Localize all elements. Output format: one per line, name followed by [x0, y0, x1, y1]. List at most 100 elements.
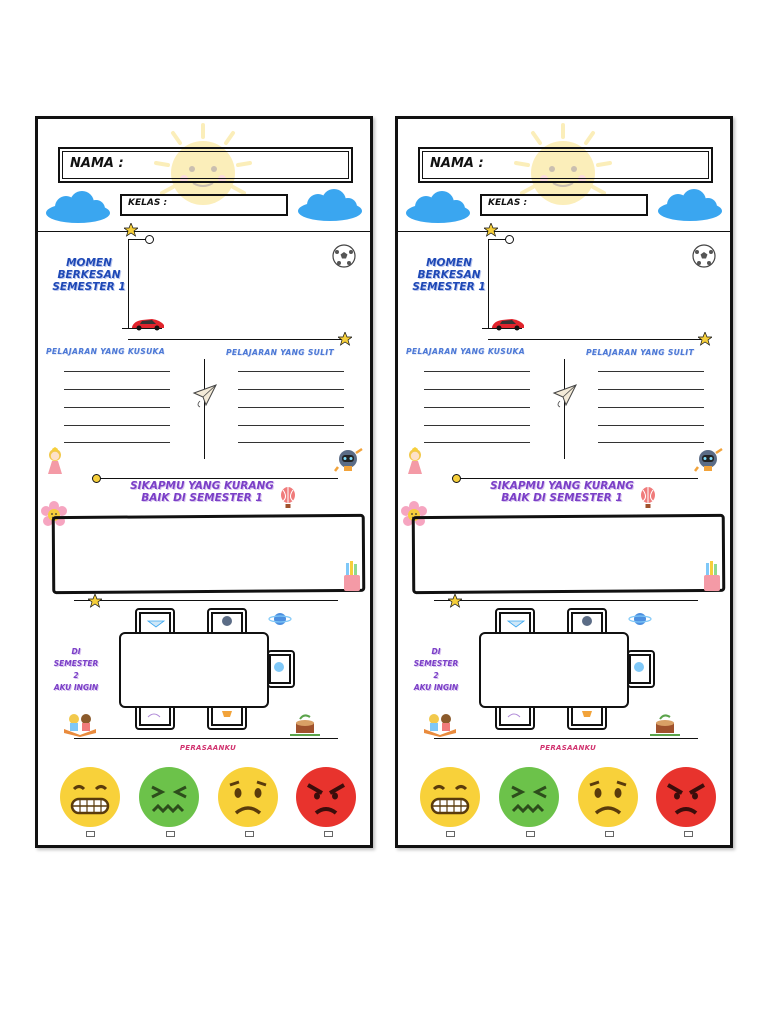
sick-checkbox[interactable]: [526, 831, 535, 837]
writing-line[interactable]: [238, 442, 344, 443]
semester2-label: DI SEMESTER 2 AKU INGIN: [406, 646, 466, 694]
semester2-label: DI SEMESTER 2 AKU INGIN: [46, 646, 106, 694]
class-field-box[interactable]: [480, 194, 648, 216]
sick-green-emoji-icon: [137, 765, 201, 829]
signpost-base: [482, 328, 522, 329]
happy-checkbox[interactable]: [86, 831, 95, 837]
attitude-title: SIKAPMU YANG KURANG BAIK DI SEMESTER 1: [102, 480, 302, 504]
attitude-answer-box[interactable]: [411, 513, 726, 595]
title-line: BAIK DI SEMESTER 1: [141, 492, 263, 504]
title-line: BAIK DI SEMESTER 1: [501, 492, 623, 504]
sad-checkbox[interactable]: [605, 831, 614, 837]
label-line: SEMESTER: [53, 659, 99, 668]
class-field-box[interactable]: [120, 194, 288, 216]
happy-checkbox[interactable]: [446, 831, 455, 837]
soccer-ball-icon: [690, 243, 718, 269]
divider-line: [398, 231, 730, 232]
pencil-cup-icon: [701, 561, 723, 593]
star-icon: [698, 332, 712, 346]
cloud-icon: [296, 189, 364, 221]
writing-line[interactable]: [64, 389, 170, 390]
flower-icon: [400, 501, 428, 529]
signpost-knob: [505, 235, 514, 244]
flower-icon: [40, 501, 68, 529]
angry-checkbox[interactable]: [324, 831, 333, 837]
writing-line[interactable]: [424, 371, 530, 372]
writing-line[interactable]: [424, 425, 530, 426]
hot-air-balloon-icon: [640, 487, 656, 509]
label-line: 2: [73, 671, 79, 680]
signpost-pole: [128, 239, 129, 329]
sad-checkbox[interactable]: [245, 831, 254, 837]
tree-stump-icon: [650, 713, 680, 737]
writing-line[interactable]: [64, 371, 170, 372]
title-line: SEMESTER 1: [412, 281, 486, 293]
star-icon: [124, 223, 138, 237]
planet-icon: [268, 611, 292, 627]
writing-line[interactable]: [238, 425, 344, 426]
column-divider: [564, 359, 565, 459]
favorite-subject-label: PELAJARAN YANG KUSUKA: [406, 347, 525, 356]
signpost-arm: [128, 239, 148, 240]
robot-icon: [694, 447, 724, 473]
soccer-ball-icon: [330, 243, 358, 269]
writing-line[interactable]: [238, 407, 344, 408]
paper-plane-icon: [192, 383, 218, 409]
attitude-answer-box[interactable]: [51, 513, 366, 595]
label-line: 2: [433, 671, 439, 680]
divider-line: [38, 231, 370, 232]
writing-line[interactable]: [598, 389, 704, 390]
feelings-label: PERASAANKU: [539, 744, 597, 752]
writing-line[interactable]: [64, 407, 170, 408]
title-line: SEMESTER 1: [52, 281, 126, 293]
cloud-icon: [44, 191, 112, 223]
class-label: KELAS :: [128, 198, 168, 208]
writing-line[interactable]: [598, 371, 704, 372]
writing-line[interactable]: [64, 442, 170, 443]
name-field-box[interactable]: [58, 147, 353, 183]
label-line: SEMESTER: [413, 659, 459, 668]
reading-children-icon: [422, 709, 458, 737]
name-field-box[interactable]: [418, 147, 713, 183]
angry-red-emoji-icon: [294, 765, 358, 829]
writing-line[interactable]: [238, 371, 344, 372]
cloud-icon: [404, 191, 472, 223]
cloud-icon: [656, 189, 724, 221]
writing-line[interactable]: [64, 425, 170, 426]
label-line: AKU INGIN: [413, 683, 459, 692]
title-line: MOMEN: [426, 257, 472, 269]
writing-line[interactable]: [598, 407, 704, 408]
table-with-chairs-illustration: [478, 607, 658, 733]
writing-line[interactable]: [238, 389, 344, 390]
sad-yellow-emoji-icon: [216, 765, 280, 829]
angry-checkbox[interactable]: [684, 831, 693, 837]
star-icon: [448, 594, 462, 608]
sick-checkbox[interactable]: [166, 831, 175, 837]
worksheet-card-left: NAMA : KELAS : MOMEN BERKESAN SEMESTER 1: [35, 116, 373, 848]
star-icon: [484, 223, 498, 237]
sun-decoration: [508, 123, 618, 213]
planet-icon: [628, 611, 652, 627]
signpost-knob: [145, 235, 154, 244]
title-line: SIKAPMU YANG KURANG: [490, 480, 634, 492]
writing-line[interactable]: [598, 442, 704, 443]
name-label: NAMA :: [70, 156, 124, 171]
writing-line[interactable]: [598, 425, 704, 426]
writing-line[interactable]: [424, 442, 530, 443]
difficult-subject-label: PELAJARAN YANG SULIT: [586, 348, 695, 357]
writing-line[interactable]: [424, 407, 530, 408]
writing-line[interactable]: [424, 389, 530, 390]
divider-line: [74, 738, 338, 739]
princess-icon: [44, 447, 66, 475]
angry-red-emoji-icon: [654, 765, 718, 829]
signpost-base: [122, 328, 162, 329]
bullet-dot: [92, 474, 101, 483]
label-line: DI: [71, 647, 81, 656]
pencil-cup-icon: [341, 561, 363, 593]
paper-plane-icon: [552, 383, 578, 409]
title-line: SIKAPMU YANG KURANG: [130, 480, 274, 492]
sad-yellow-emoji-icon: [576, 765, 640, 829]
worksheet-card-right: NAMA : KELAS : MOMEN BERKESAN SEMESTER 1: [395, 116, 733, 848]
divider-line: [456, 478, 698, 479]
divider-line: [434, 738, 698, 739]
